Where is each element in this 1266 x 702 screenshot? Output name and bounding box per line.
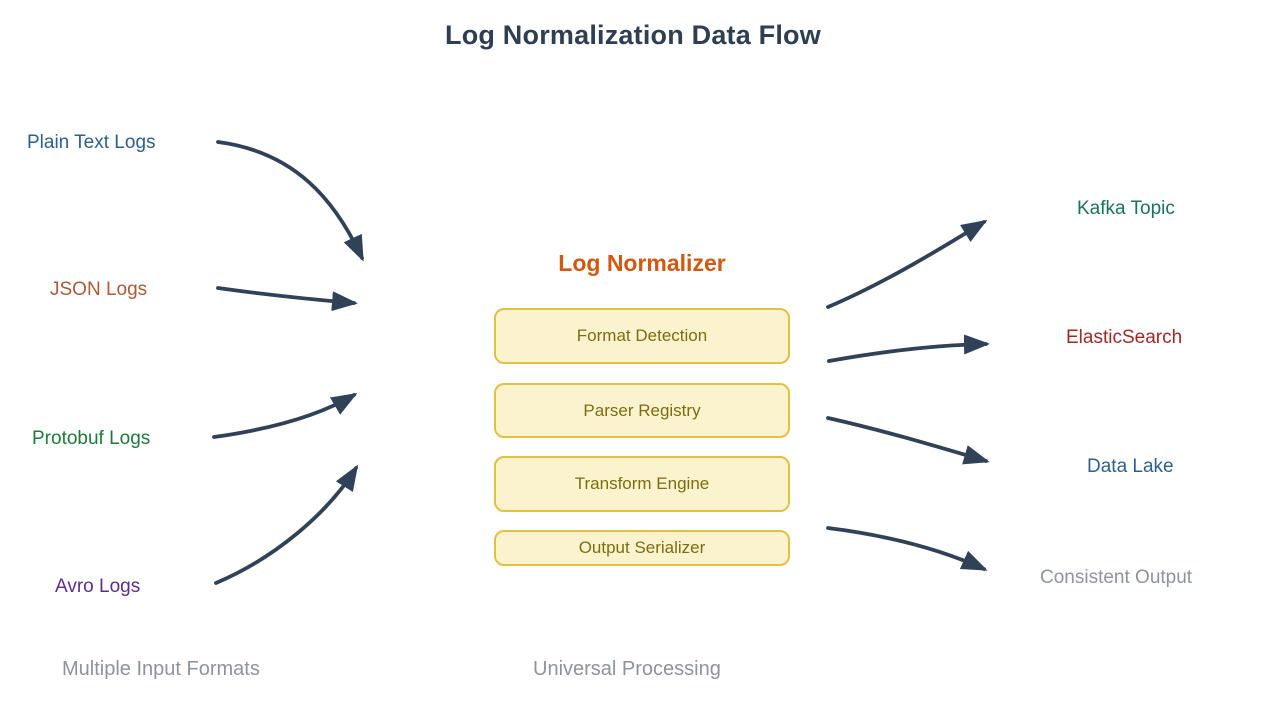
caption-universal-processing: Universal Processing (533, 658, 721, 680)
arrow-protobuf-to-normalizer (212, 392, 358, 439)
stage-box-transform-engine: Transform Engine (494, 456, 790, 512)
stage-box-parser-registry: Parser Registry (494, 383, 790, 438)
arrow-normalizer-to-consistent-output (826, 526, 988, 571)
processor-title: Log Normalizer (558, 250, 726, 276)
output-node-consistent-output: Consistent Output (1040, 567, 1193, 588)
input-node-json-logs: JSON Logs (50, 279, 148, 300)
caption-multiple-input-formats: Multiple Input Formats (62, 658, 260, 680)
arrow-normalizer-to-elasticsearch (827, 334, 990, 363)
arrow-json-to-normalizer (216, 286, 358, 312)
output-node-kafka-topic: Kafka Topic (1077, 198, 1175, 219)
arrow-normalizer-to-datalake (826, 416, 990, 465)
stage-box-output-serializer: Output Serializer (494, 530, 790, 566)
output-node-elasticsearch: ElasticSearch (1066, 327, 1183, 348)
stage-label: Output Serializer (578, 538, 706, 557)
arrow-plain-text-to-normalizer (216, 140, 364, 262)
output-node-data-lake: Data Lake (1087, 456, 1174, 477)
stage-label: Transform Engine (574, 474, 710, 493)
stage-box-format-detection: Format Detection (494, 308, 790, 364)
arrow-normalizer-to-kafka (826, 219, 988, 309)
arrow-avro-to-normalizer (214, 464, 359, 585)
input-node-avro-logs: Avro Logs (55, 576, 141, 597)
stage-label: Parser Registry (583, 400, 701, 420)
input-node-plain-text-logs: Plain Text Logs (27, 132, 156, 153)
stage-label: Format Detection (576, 326, 708, 345)
input-node-protobuf-logs: Protobuf Logs (32, 428, 151, 449)
diagram-title: Log Normalization Data Flow (445, 20, 821, 50)
